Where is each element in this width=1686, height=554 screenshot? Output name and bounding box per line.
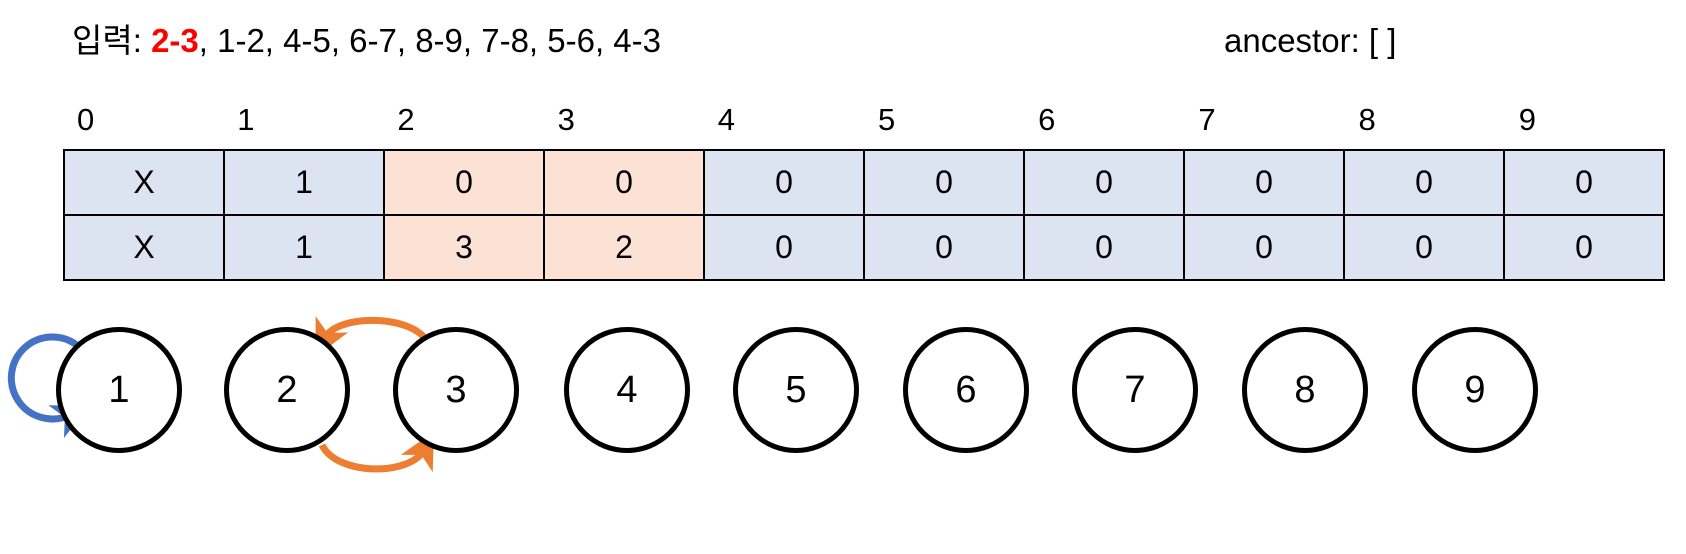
graph-node-5[interactable]: 5: [733, 327, 859, 453]
union-edge-2-to-3: [318, 431, 434, 473]
graph-node-label: 1: [108, 369, 130, 411]
graph-node-9[interactable]: 9: [1412, 327, 1538, 453]
graph-node-3[interactable]: 3: [393, 327, 519, 453]
index-label-8: 8: [1358, 102, 1376, 137]
cell-r1-c0: X: [63, 214, 225, 281]
cell-r0-c2: 0: [383, 149, 545, 216]
cell-r1-c6: 0: [1023, 214, 1185, 281]
array-index-header: 0 1 2 3 4 5 6 7 8 9: [63, 100, 1665, 144]
graph-node-6[interactable]: 6: [903, 327, 1029, 453]
cell-r0-c9: 0: [1503, 149, 1665, 216]
current-pair-highlight: 2-3: [151, 22, 199, 59]
index-label-9: 9: [1518, 102, 1536, 137]
index-label-3: 3: [557, 102, 575, 137]
graph-node-4[interactable]: 4: [564, 327, 690, 453]
ancestor-label: ancestor: [ ]: [1224, 22, 1397, 59]
index-label-7: 7: [1198, 102, 1216, 137]
graph-node-label: 8: [1294, 369, 1316, 411]
cell-r0-c5: 0: [863, 149, 1025, 216]
graph-node-8[interactable]: 8: [1242, 327, 1368, 453]
graph-nodes-layer: 1 2 3 4 5 6 7 8 9: [0, 300, 1686, 550]
cell-r0-c0: X: [63, 149, 225, 216]
graph-node-label: 2: [276, 369, 298, 411]
graph-node-label: 9: [1464, 369, 1486, 411]
index-label-2: 2: [397, 102, 415, 137]
graph-node-2[interactable]: 2: [224, 327, 350, 453]
cell-r0-c6: 0: [1023, 149, 1185, 216]
graph-node-label: 5: [785, 369, 807, 411]
input-label: 입력:: [72, 22, 152, 59]
index-label-5: 5: [877, 102, 896, 137]
index-label-0: 0: [77, 102, 95, 137]
cell-r0-c1: 1: [223, 149, 385, 216]
index-label-6: 6: [1038, 102, 1056, 137]
cell-r0-c8: 0: [1343, 149, 1505, 216]
cell-r1-c7: 0: [1183, 214, 1345, 281]
cell-r1-c8: 0: [1343, 214, 1505, 281]
graph-node-label: 6: [955, 369, 977, 411]
cell-r0-c7: 0: [1183, 149, 1345, 216]
header-row: 입력: 2-3, 1-2, 4-5, 6-7, 8-9, 7-8, 5-6, 4…: [0, 18, 1686, 68]
cell-r0-c4: 0: [703, 149, 865, 216]
input-sequence-line: 입력: 2-3, 1-2, 4-5, 6-7, 8-9, 7-8, 5-6, 4…: [72, 18, 661, 64]
table-row: X 1 3 2 0 0 0 0 0 0: [63, 214, 1665, 281]
table-row: X 1 0 0 0 0 0 0 0 0: [63, 149, 1665, 216]
cell-r1-c2: 3: [383, 214, 545, 281]
index-label-1: 1: [237, 102, 255, 137]
union-find-array-table: X 1 0 0 0 0 0 0 0 0 X 1 3 2 0 0 0 0 0 0: [63, 149, 1665, 281]
cell-r1-c9: 0: [1503, 214, 1665, 281]
graph-node-label: 7: [1124, 369, 1146, 411]
graph-node-label: 4: [616, 369, 638, 411]
graph-node-1[interactable]: 1: [56, 327, 182, 453]
graph-node-label: 3: [445, 369, 467, 411]
graph-node-7[interactable]: 7: [1072, 327, 1198, 453]
cell-r1-c3: 2: [543, 214, 705, 281]
cell-r1-c5: 0: [863, 214, 1025, 281]
cell-r1-c1: 1: [223, 214, 385, 281]
union-edge-3-to-2: [315, 316, 430, 357]
cell-r0-c3: 0: [543, 149, 705, 216]
remaining-pairs: , 1-2, 4-5, 6-7, 8-9, 7-8, 5-6, 4-3: [198, 22, 661, 59]
cell-r1-c4: 0: [703, 214, 865, 281]
index-label-4: 4: [717, 102, 735, 137]
